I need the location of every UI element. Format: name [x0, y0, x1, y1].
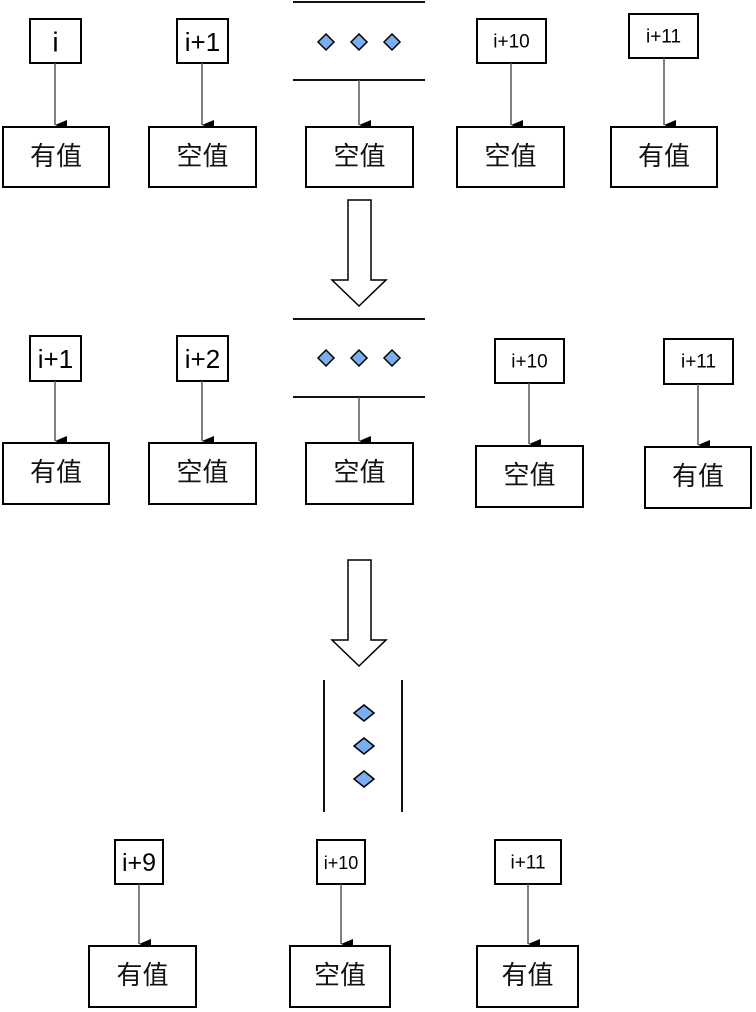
slot: i+10 空值 [456, 18, 565, 188]
stage-3: i+9 有值 i+10 空值 i+11 有值 [88, 839, 579, 1008]
value-box [476, 945, 579, 1008]
slot: i+1 有值 [2, 335, 110, 505]
index-box [476, 18, 547, 64]
index-box [316, 839, 366, 885]
index-label: i+11 [646, 27, 681, 48]
slot: i+1 空值 [148, 18, 257, 188]
index-label: i+1 [38, 344, 73, 374]
value-box [148, 126, 257, 188]
value-label: 空值 [176, 458, 228, 488]
ellipsis-diamond-icon [382, 348, 402, 368]
ellipsis-diamond-icon [352, 737, 376, 755]
slot: i+10 空值 [289, 839, 391, 1008]
index-label: i+2 [185, 344, 220, 374]
value-box [305, 126, 414, 188]
index-box [494, 839, 562, 885]
index-label: i+10 [493, 32, 529, 53]
index-box [628, 13, 699, 59]
transition-arrow-icon [330, 559, 388, 668]
value-box [644, 446, 752, 509]
ellipsis-slot: 空值 [293, 318, 425, 505]
stage-2: i+1 有值 i+2 空值 空值 i+10 [2, 318, 752, 509]
ellipsis-slot: 空值 [293, 1, 425, 188]
index-label: i+1 [185, 27, 220, 57]
slot: i+11 有值 [476, 839, 579, 1008]
value-box [88, 945, 197, 1008]
ellipsis-diamond-icon [349, 348, 369, 368]
value-box [2, 126, 110, 188]
transition-arrow-icon [330, 199, 388, 308]
ellipsis-diamond-icon [382, 32, 402, 52]
ellipsis-diamond-icon [352, 704, 376, 722]
index-label: i [52, 27, 58, 58]
value-label: 空值 [314, 961, 366, 991]
ellipsis-diamond-icon [316, 348, 336, 368]
stage-1: i 有值 i+1 空值 空值 i+10 [2, 1, 718, 188]
value-label: 空值 [503, 461, 555, 491]
index-label: i+11 [510, 853, 545, 874]
value-box [289, 945, 391, 1008]
value-box [610, 126, 718, 188]
index-label: i+10 [511, 352, 547, 373]
index-label: i+9 [122, 849, 156, 877]
slot: i+9 有值 [88, 839, 197, 1008]
value-label: 有值 [116, 961, 168, 991]
slot: i 有值 [2, 18, 110, 188]
value-label: 有值 [501, 961, 553, 991]
slot: i+11 有值 [644, 338, 752, 509]
index-box [663, 338, 734, 385]
value-label: 有值 [638, 142, 690, 172]
value-label: 空值 [176, 142, 228, 172]
value-box [305, 442, 414, 505]
index-box [29, 335, 82, 382]
ellipsis-diamond-icon [349, 32, 369, 52]
index-label: i+11 [681, 352, 716, 373]
slot: i+10 空值 [475, 338, 584, 508]
ellipsis-diamond-icon [316, 32, 336, 52]
value-box [456, 126, 565, 188]
value-box [475, 445, 584, 508]
index-label: i+10 [324, 853, 359, 873]
value-label: 有值 [672, 462, 724, 492]
value-box [2, 442, 110, 505]
value-label: 空值 [333, 458, 385, 488]
slot: i+2 空值 [148, 335, 257, 505]
slot: i+11 有值 [610, 13, 718, 188]
value-box [148, 442, 257, 505]
value-label: 有值 [30, 458, 82, 488]
value-label: 空值 [333, 142, 385, 172]
value-label: 空值 [484, 142, 536, 172]
ellipsis-diamond-icon [352, 770, 376, 788]
vertical-ellipsis [323, 680, 403, 812]
value-label: 有值 [30, 142, 82, 172]
